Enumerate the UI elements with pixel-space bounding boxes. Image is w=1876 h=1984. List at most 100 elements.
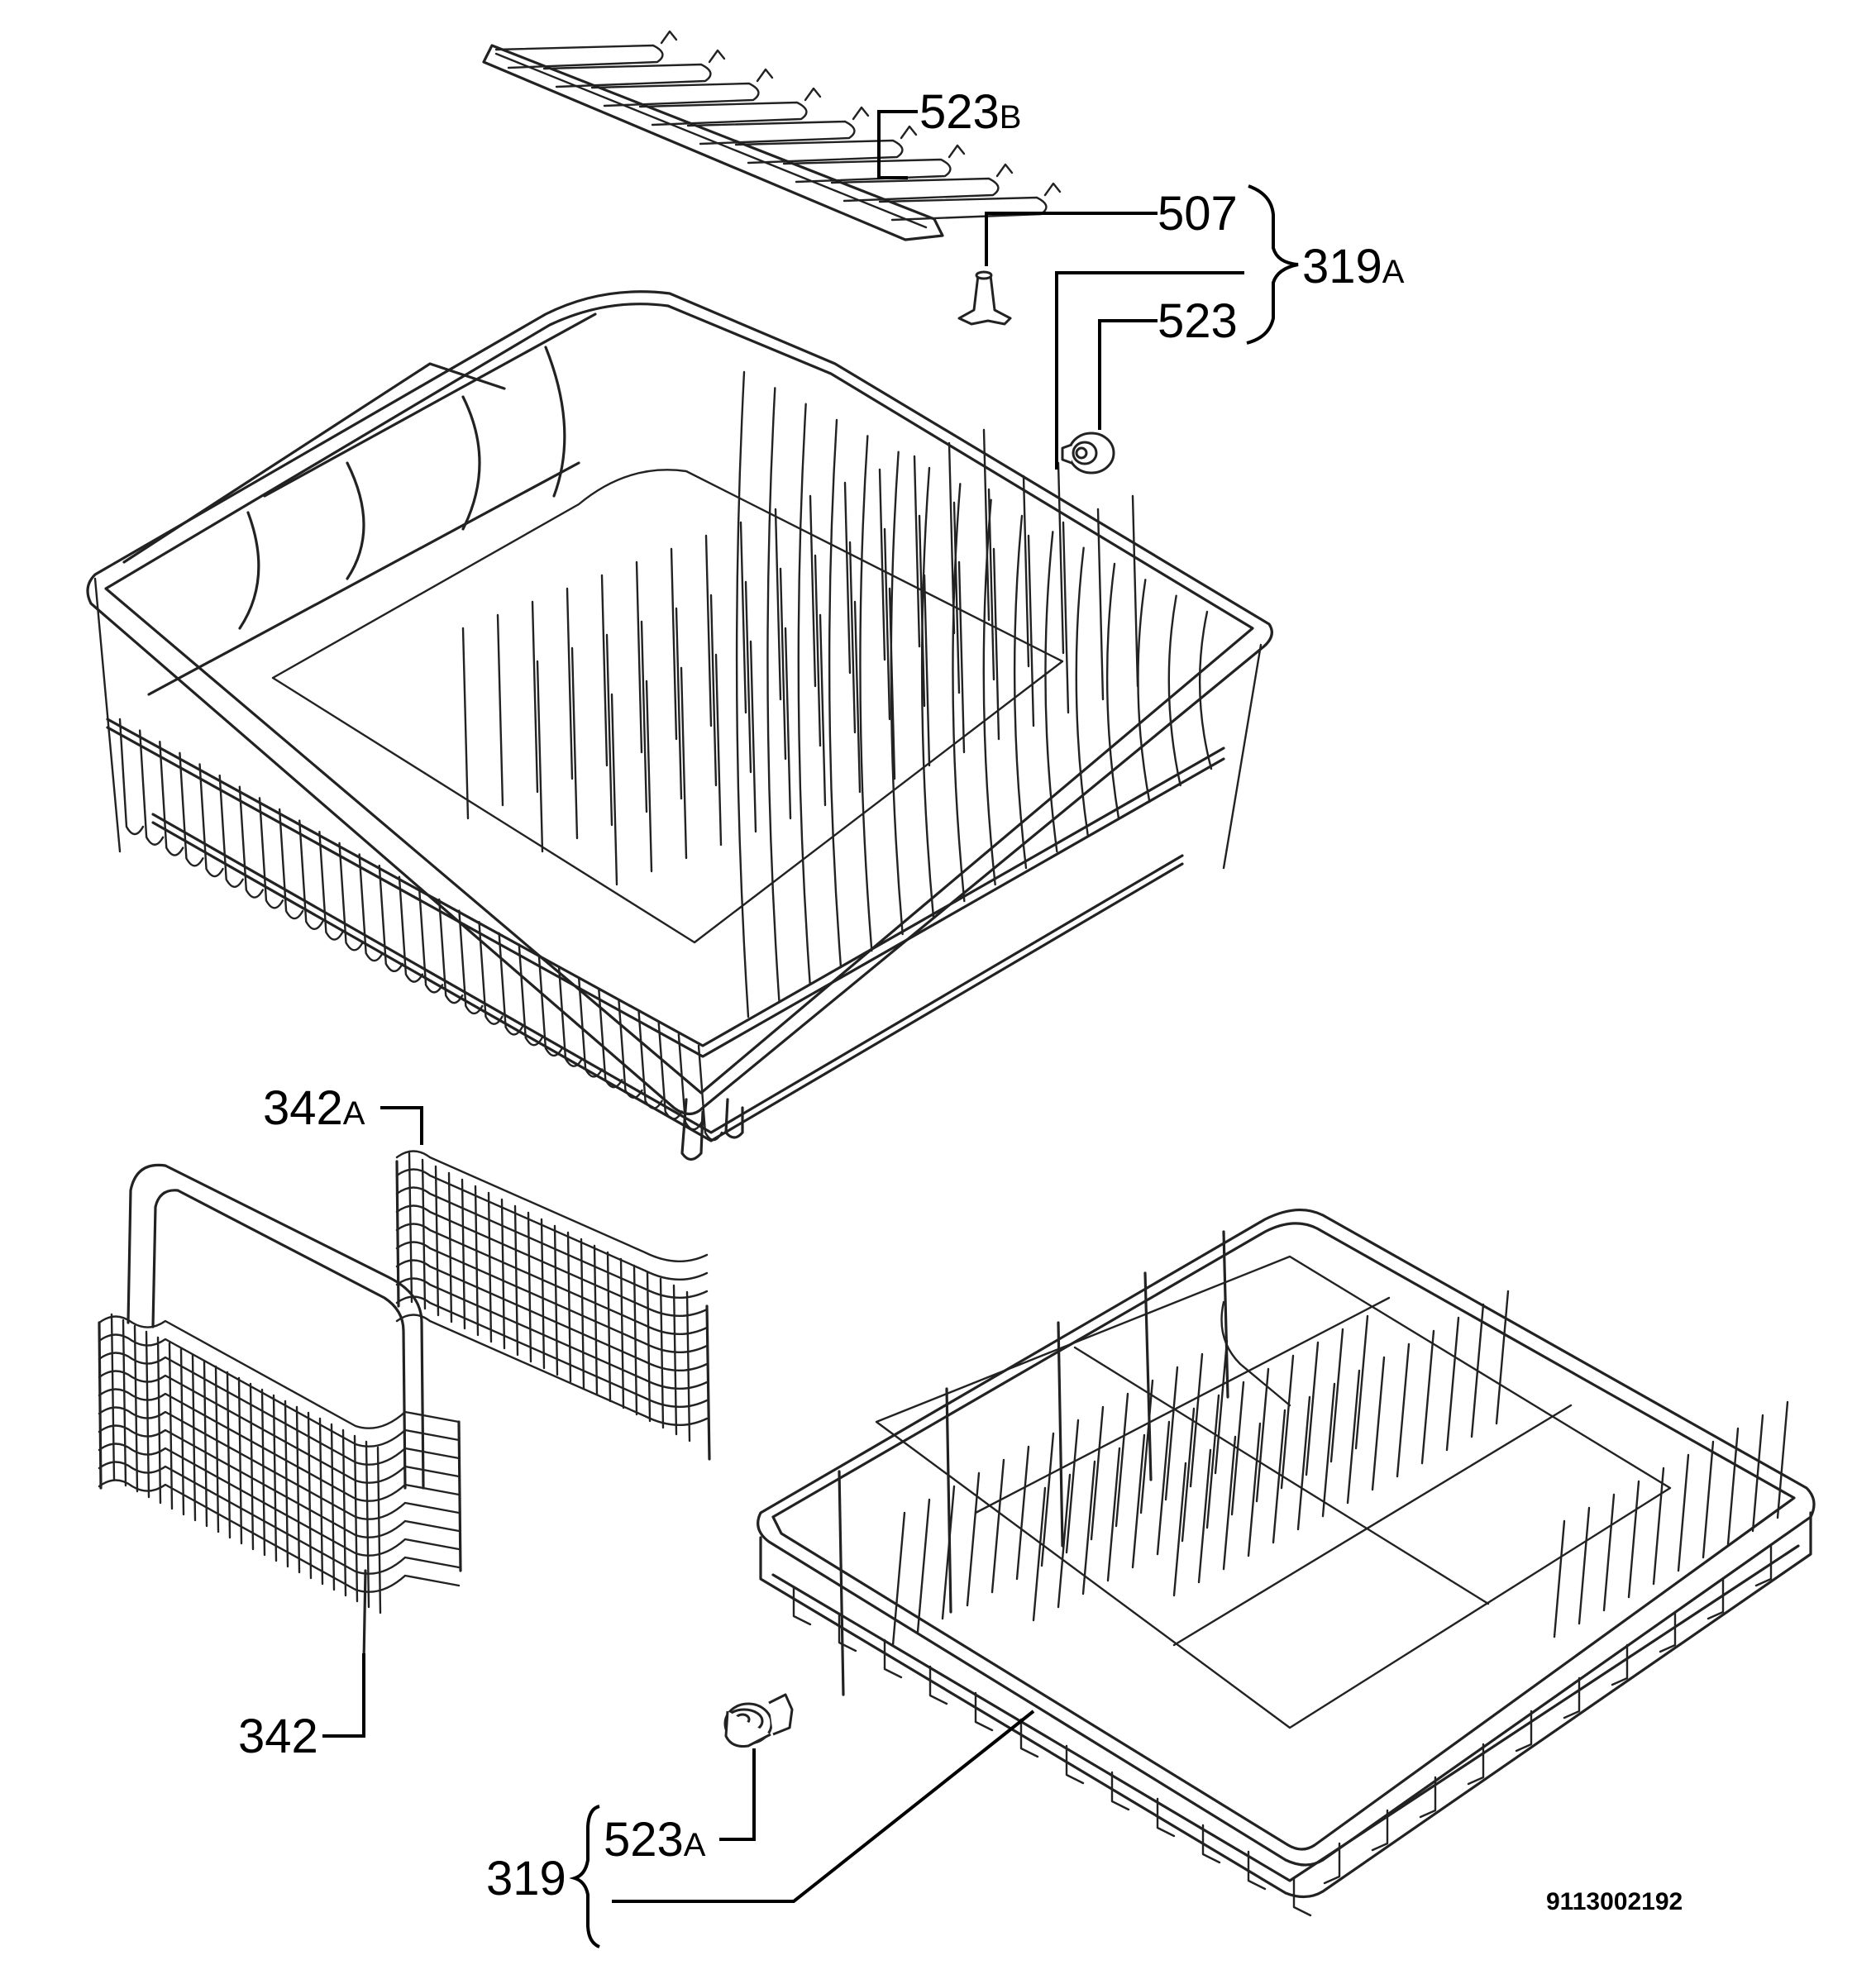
wire-segment xyxy=(145,1330,150,1499)
wire-segment xyxy=(98,1461,461,1575)
wire-segment xyxy=(1602,1493,1616,1612)
wire-segment xyxy=(1396,1343,1411,1478)
wire-segment xyxy=(298,819,324,931)
wire-segment xyxy=(859,435,873,952)
wire-segment xyxy=(888,587,896,780)
wire-segment xyxy=(1131,1433,1146,1569)
wire-segment xyxy=(365,1440,370,1609)
wire-segment xyxy=(618,999,643,1099)
wire-segment xyxy=(1156,1420,1171,1556)
wire-segment xyxy=(1776,1400,1789,1519)
wire-segment xyxy=(494,44,664,69)
wire-segment xyxy=(600,574,609,767)
wire-segment xyxy=(660,30,678,45)
wire-segment xyxy=(98,1333,461,1447)
wire-segment xyxy=(744,580,752,774)
cutlery-basket-icon xyxy=(98,1163,462,1663)
wire-segment xyxy=(838,1612,857,1653)
wire-segment xyxy=(1652,1467,1665,1586)
wire-segment xyxy=(1495,1290,1510,1425)
wire-segment xyxy=(756,68,774,83)
wire-segment xyxy=(1726,1427,1740,1546)
wire-segment xyxy=(1247,1850,1267,1891)
wire-segment xyxy=(784,627,792,820)
wire-segment xyxy=(638,101,808,126)
wire-segment xyxy=(923,574,931,767)
wire-segment xyxy=(1090,1405,1105,1541)
wire-segment xyxy=(395,1241,709,1354)
wire-segment xyxy=(704,534,713,727)
wire-segment xyxy=(1096,508,1105,701)
wire-segment xyxy=(553,1224,559,1376)
wire-segment xyxy=(577,977,604,1078)
wire-segment xyxy=(138,729,165,846)
wire-segment xyxy=(952,483,966,903)
wire-segment xyxy=(318,831,344,941)
wire-segment xyxy=(928,1665,948,1705)
wire-segment xyxy=(518,943,543,1047)
cup-rack-insert-icon xyxy=(482,30,1062,241)
wire-segment xyxy=(278,808,304,920)
wire-segment xyxy=(338,842,364,951)
wire-segment xyxy=(1305,1341,1320,1476)
wire-segment xyxy=(1329,1328,1344,1463)
wire-segment xyxy=(991,1458,1005,1594)
wire-segment xyxy=(797,403,811,985)
wire-segment xyxy=(828,418,843,969)
wire-segment xyxy=(179,1347,185,1516)
wire-segment xyxy=(672,1284,678,1436)
wire-segment xyxy=(883,527,891,721)
wire-segment xyxy=(1062,521,1070,714)
wire-segment xyxy=(98,1315,461,1429)
wire-segment xyxy=(1189,1352,1204,1488)
wire-segment xyxy=(395,1223,709,1336)
wire-segment xyxy=(318,1417,324,1586)
wire-segment xyxy=(1247,1422,1262,1557)
wire-segment xyxy=(1065,1744,1085,1785)
wire-segment xyxy=(918,514,926,708)
wire-segment xyxy=(159,741,184,856)
wire-segment xyxy=(598,988,623,1089)
wire-segment xyxy=(1578,1506,1591,1625)
wire-segment xyxy=(478,920,504,1025)
wire-segment xyxy=(1255,1367,1270,1503)
wire-segment xyxy=(1659,1610,1677,1653)
wire-segment xyxy=(341,1428,347,1597)
label-523: 523 xyxy=(1158,294,1238,348)
wire-segment xyxy=(1156,1797,1176,1838)
wire-segment xyxy=(1040,1432,1055,1567)
wire-segment xyxy=(1022,475,1030,668)
wire-segment xyxy=(697,1044,723,1142)
wire-segment xyxy=(1707,1577,1725,1620)
wire-segment xyxy=(557,966,584,1067)
wire-segment xyxy=(1230,1381,1245,1516)
wire-segment xyxy=(974,1691,994,1732)
wire-segment xyxy=(883,1638,903,1679)
wire-segment xyxy=(540,1218,546,1370)
wire-segment xyxy=(1027,534,1035,727)
wire-segment xyxy=(1280,1354,1295,1490)
wire-segment xyxy=(395,1150,709,1263)
wire-segment xyxy=(1470,1303,1485,1438)
label-342: 342 xyxy=(238,1710,318,1763)
wire-segment xyxy=(992,547,1000,741)
wire-segment xyxy=(1015,1445,1030,1581)
wire-segment xyxy=(900,125,918,140)
wire-segment xyxy=(734,139,904,165)
wire-segment xyxy=(1081,1460,1096,1595)
wire-segment xyxy=(570,646,579,840)
wire-segment xyxy=(987,488,995,681)
wire-segment xyxy=(260,1388,266,1557)
wire-segment xyxy=(995,163,1014,178)
wire-segment xyxy=(1467,1743,1485,1786)
wire-segment xyxy=(1371,1356,1386,1491)
cutlery-basket-insert-icon xyxy=(395,1150,711,1461)
leader-lines xyxy=(322,110,1299,1948)
wire-segment xyxy=(1075,546,1089,837)
wire-segment xyxy=(461,1178,466,1330)
wire-segment xyxy=(378,864,403,973)
wire-segment xyxy=(1167,594,1181,787)
wire-segment xyxy=(913,455,921,648)
rack-stop-pin-icon xyxy=(957,270,1012,326)
